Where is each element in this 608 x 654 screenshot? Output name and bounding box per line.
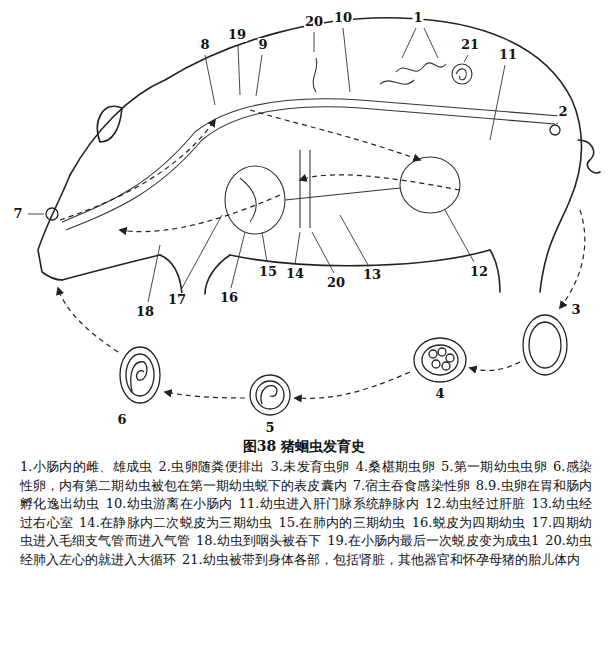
egg-stages <box>46 125 567 415</box>
callout-number: 20 <box>326 276 346 290</box>
caption-item: 7.宿主吞食感染性卵 <box>353 478 470 493</box>
callout-number: 16 <box>219 291 239 305</box>
callout-number: 19 <box>227 28 247 42</box>
caption-item: 1.小肠内的雌、雄成虫 <box>20 459 153 474</box>
caption-item: 5.第一期幼虫虫卵 <box>441 459 547 474</box>
figure-title: 图38 猪蛔虫发育史 <box>0 438 608 454</box>
callout-number: 11 <box>498 48 518 62</box>
callout-number: 4 <box>434 387 445 401</box>
caption-item: 16.蜕皮为四期幼虫 <box>412 515 526 530</box>
callout-number: 10 <box>333 11 353 25</box>
callout-number: 13 <box>362 268 382 282</box>
callout-number: 12 <box>469 265 489 279</box>
callout-number: 2 <box>557 105 568 119</box>
callout-number: 6 <box>116 413 127 427</box>
caption-list: 1.小肠内的雌、雄成虫 2.虫卵随粪便排出 3.未发育虫卵 4.桑椹期虫卵 5.第一期幼… <box>20 458 592 569</box>
organs <box>62 58 560 234</box>
callout-number: 17 <box>167 293 187 307</box>
caption-item: 19.在小肠内最后一次蜕皮变为成虫1 <box>327 533 539 548</box>
callout-number: 20 <box>304 15 324 29</box>
caption-item: 3.未发育虫卵 <box>270 459 349 474</box>
callout-number: 3 <box>570 303 581 317</box>
caption-item: 18.幼虫到咽头被吞下 <box>196 533 321 548</box>
caption-item: 15.在肺内的三期幼虫 <box>279 515 406 530</box>
callout-number: 14 <box>285 267 305 281</box>
caption-item: 10.幼虫游离在小肠内 <box>106 496 233 511</box>
pig-outline <box>38 18 600 294</box>
caption-item: 21.幼虫被带到身体各部，包括肾脏，其他器官和怀孕母猪的胎儿体内 <box>182 552 580 567</box>
caption-item: 12.幼虫经过肝脏 <box>425 496 526 511</box>
caption-item: 2.虫卵随粪便排出 <box>159 459 265 474</box>
caption-item: 11.幼虫进入肝门脉系统静脉内 <box>239 496 419 511</box>
callout-number: 1 <box>412 11 423 25</box>
caption-item: 14.在静脉内二次蜕皮为三期幼虫 <box>79 515 272 530</box>
callout-number: 5 <box>264 421 275 435</box>
migration-path <box>58 110 585 398</box>
caption-item: 4.桑椹期虫卵 <box>356 459 435 474</box>
leader-lines <box>28 28 558 302</box>
callout-number: 15 <box>258 265 278 279</box>
callout-number: 8 <box>199 38 210 52</box>
callout-number: 21 <box>460 38 480 52</box>
callout-number: 18 <box>135 305 155 319</box>
callout-number: 7 <box>12 207 23 221</box>
callout-number: 9 <box>257 38 268 52</box>
